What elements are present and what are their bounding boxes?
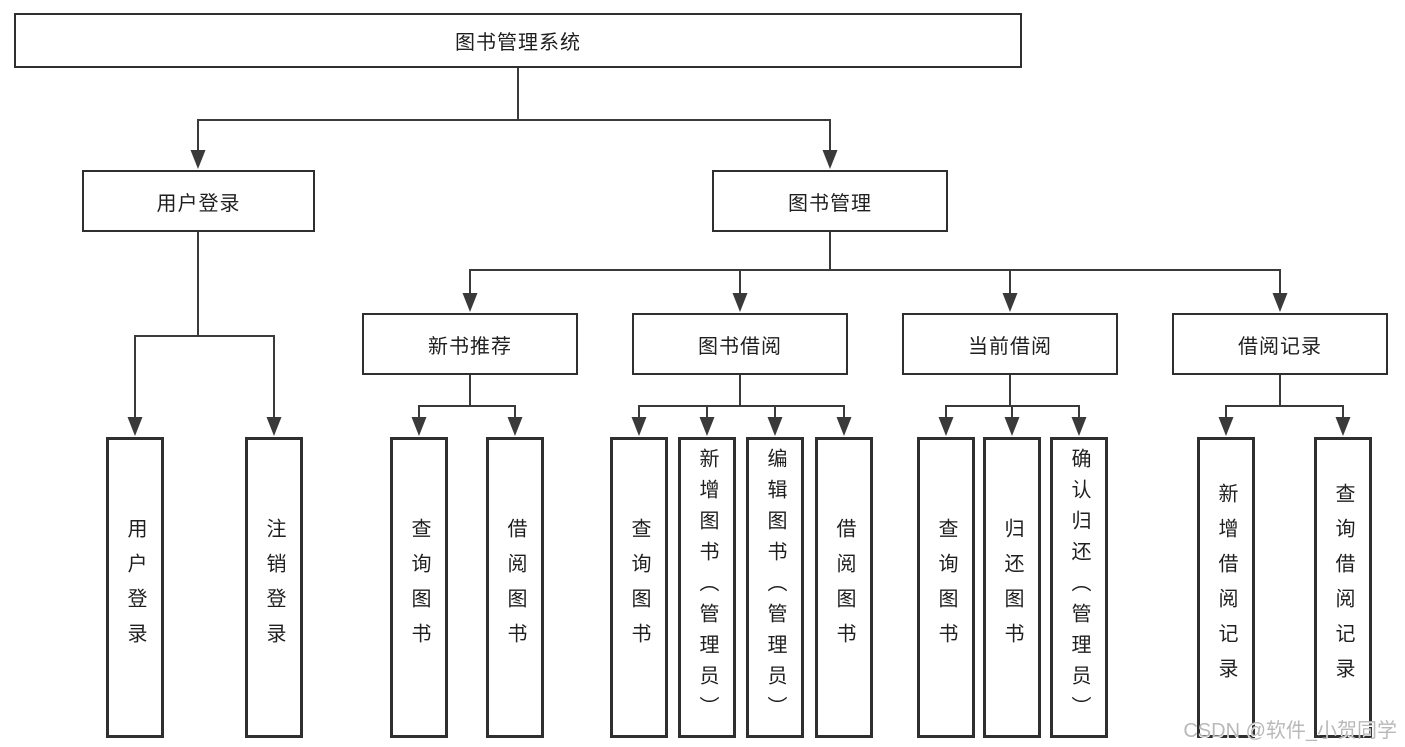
node-label: 用户登录 (156, 192, 241, 215)
node-book-management: 图书管理 (712, 170, 948, 232)
node-label: 图书借阅 (698, 335, 782, 358)
node-label: 当前借阅 (968, 335, 1052, 358)
node-borrowing-records: 借阅记录 (1172, 313, 1388, 375)
node-label: 归还图书 (1001, 517, 1023, 658)
leaf-query-books: 查询图书 (917, 437, 975, 738)
node-label: 借阅记录 (1238, 335, 1322, 358)
node-new-book-recommend: 新书推荐 (362, 313, 578, 375)
leaf-query-books: 查询图书 (390, 437, 448, 738)
node-label: 新增借阅记录 (1215, 482, 1237, 693)
leaf-logout: 注销登录 (245, 437, 303, 738)
leaf-add-borrow-record: 新增借阅记录 (1197, 437, 1255, 738)
leaf-user-login: 用户登录 (106, 437, 164, 738)
leaf-add-books-admin: 新增图书（管理员） (678, 437, 736, 738)
node-label: 查询图书 (408, 517, 430, 658)
leaf-query-books: 查询图书 (610, 437, 668, 738)
leaf-borrow-books: 借阅图书 (815, 437, 873, 738)
node-label: 查询图书 (935, 517, 957, 658)
node-current-borrowing: 当前借阅 (902, 313, 1118, 375)
leaf-query-borrow-record: 查询借阅记录 (1314, 437, 1372, 738)
node-label: 图书管理系统 (455, 32, 581, 54)
leaf-edit-books-admin: 编辑图书（管理员） (746, 437, 804, 738)
leaf-confirm-return-admin: 确认归还（管理员） (1050, 437, 1108, 738)
node-user-login: 用户登录 (82, 170, 315, 232)
node-label: 注销登录 (263, 517, 285, 658)
node-book-borrowing: 图书借阅 (632, 313, 848, 375)
node-label: 编辑图书（管理员） (764, 448, 786, 727)
node-label: 借阅图书 (504, 517, 526, 658)
node-label: 新书推荐 (428, 335, 512, 358)
node-label: 确认归还（管理员） (1068, 448, 1090, 727)
node-label: 用户登录 (124, 517, 146, 658)
node-library-management-system: 图书管理系统 (14, 13, 1022, 68)
leaf-borrow-books: 借阅图书 (486, 437, 544, 738)
leaf-return-books: 归还图书 (983, 437, 1041, 738)
node-label: 借阅图书 (833, 517, 855, 658)
node-label: 新增图书（管理员） (696, 448, 718, 727)
node-label: 图书管理 (788, 192, 872, 215)
node-label: 查询图书 (628, 517, 650, 658)
node-label: 查询借阅记录 (1332, 482, 1354, 693)
csdn-watermark: CSDN @软件_小贺同学 (1183, 720, 1397, 742)
